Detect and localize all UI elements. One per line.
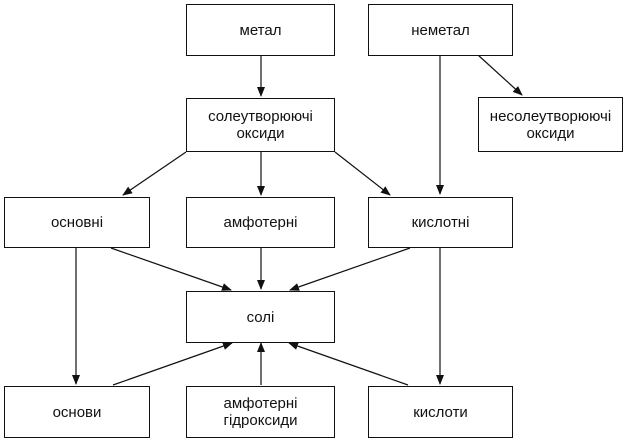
arrow-acids-to-salts <box>288 342 409 386</box>
node-amphoteric-hydroxides: амфотерні гідроксиди <box>186 386 335 438</box>
node-salt-forming-oxides: солеутворюючі оксиди <box>186 98 335 152</box>
node-metal: метал <box>186 4 335 56</box>
node-nonmetal: неметал <box>368 4 513 56</box>
arrow-salt-forming-oxides-to-acidic <box>334 151 391 196</box>
arrow-bases-to-salts <box>112 342 233 386</box>
node-non-salt-forming-oxides: несолеутворюючі оксиди <box>478 97 623 152</box>
arrow-salt-forming-oxides-to-basic <box>122 151 187 196</box>
arrow-acidic-to-salts <box>289 247 411 291</box>
node-amphoteric: амфотерні <box>186 197 335 248</box>
node-acidic: кислотні <box>368 197 513 248</box>
node-salts: солі <box>186 291 335 343</box>
node-acids: кислоти <box>368 386 513 438</box>
arrow-basic-to-salts <box>110 247 232 291</box>
arrow-nonmetal-to-non-salt-forming-oxides <box>477 54 523 96</box>
node-bases: основи <box>4 386 150 438</box>
node-basic: основні <box>4 197 150 248</box>
